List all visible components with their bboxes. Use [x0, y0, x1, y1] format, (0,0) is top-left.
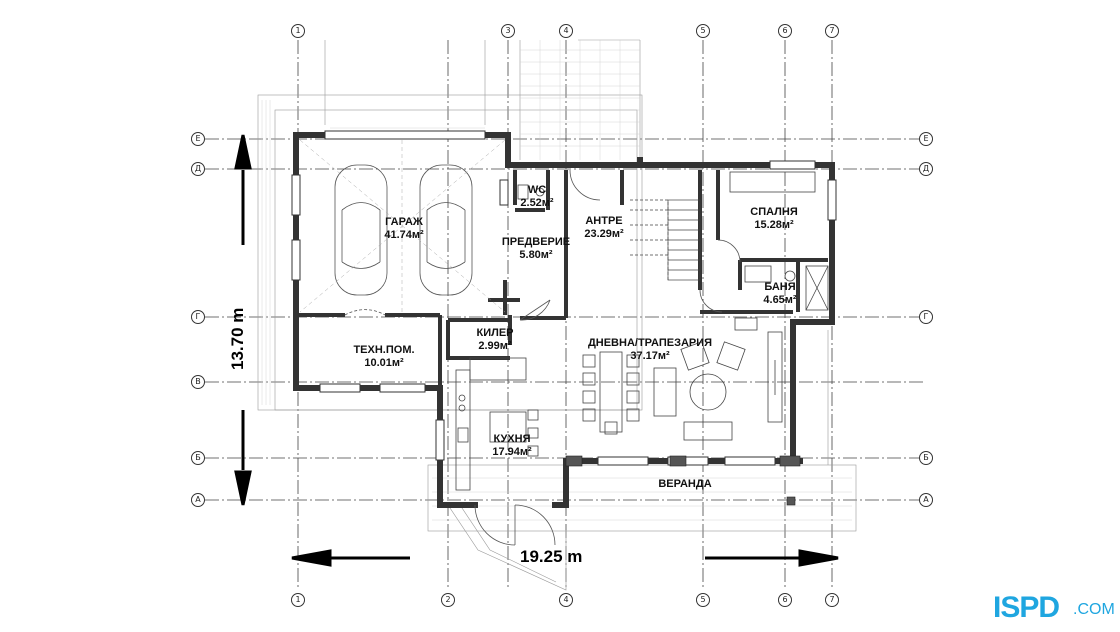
axis-row-b-right: Б — [919, 451, 933, 465]
logo-brand: ISPD — [993, 591, 1060, 624]
room-name: ПРЕДВЕРИЕ — [501, 236, 571, 248]
columns — [565, 455, 801, 506]
room-area: 2.52м² — [520, 197, 554, 209]
room-name: WC — [527, 184, 547, 196]
bathroom-fixtures — [517, 171, 829, 331]
room-label-bedroom: СПАЛНЯ 15.28м² — [750, 206, 798, 232]
room-name: КУХНЯ — [493, 433, 531, 445]
axis-column-7-bottom: 7 — [825, 593, 839, 607]
room-area: 23.29м² — [584, 228, 624, 240]
room-name: БАНЯ — [764, 281, 796, 293]
car-right — [419, 164, 473, 296]
axis-column-4-bottom: 4 — [559, 593, 573, 607]
axis-row-d-left: Д — [191, 162, 205, 176]
room-area: 2.99м² — [478, 340, 512, 352]
staircase — [630, 199, 701, 281]
room-label-tech-room: ТЕХН.ПОМ. 10.01м² — [353, 344, 414, 370]
axis-column-7-top: 7 — [825, 24, 839, 38]
axis-row-e-left: Е — [191, 132, 205, 146]
room-label-wc: WC 2.52м² — [520, 184, 553, 210]
axis-column-6-top: 6 — [778, 24, 792, 38]
room-area: 41.74м² — [384, 229, 424, 241]
room-label-living-dining: ДНЕВНА/ТРАПЕЗАРИЯ 37.17м² — [588, 337, 712, 363]
paving-hatch — [261, 40, 852, 521]
ispd-logo: ISPD .COM — [993, 588, 1115, 628]
room-name: КИЛЕР — [476, 327, 514, 339]
axis-column-1-bottom: 1 — [291, 593, 305, 607]
axis-column-5-top: 5 — [696, 24, 710, 38]
room-label-bathroom: БАНЯ 4.65м² — [763, 281, 796, 307]
axis-row-a-left: А — [191, 493, 205, 507]
car-left — [334, 164, 388, 296]
axis-column-6-bottom: 6 — [778, 593, 792, 607]
dimension-arrows — [234, 134, 839, 567]
doors — [344, 169, 741, 546]
room-name: ВЕРАНДА — [658, 478, 712, 490]
room-area: 37.17м² — [630, 350, 670, 362]
axis-column-5-bottom: 5 — [696, 593, 710, 607]
room-area: 15.28м² — [754, 219, 794, 231]
axis-row-b-left: Б — [191, 451, 205, 465]
room-label-entry-hall: ПРЕДВЕРИЕ 5.80м² — [502, 236, 570, 262]
axis-row-v-left: В — [191, 375, 205, 389]
windows — [291, 130, 837, 466]
room-name: ТЕХН.ПОМ. — [353, 344, 415, 356]
room-label-veranda: ВЕРАНДА — [658, 478, 711, 491]
room-area: 4.65м² — [763, 294, 797, 306]
room-label-garage: ГАРАЖ 41.74м² — [384, 216, 423, 242]
room-label-kitchen: КУХНЯ 17.94м² — [492, 433, 531, 459]
room-name: АНТРЕ — [585, 215, 623, 227]
room-label-antre: АНТРЕ 23.29м² — [584, 215, 623, 241]
sofa-set — [653, 331, 783, 441]
axis-row-g-right: Г — [919, 310, 933, 324]
axis-column-3-top: 3 — [501, 24, 515, 38]
axis-row-e-right: Е — [919, 132, 933, 146]
dimension-depth: 13.70 m — [228, 307, 247, 370]
axis-row-a-right: А — [919, 493, 933, 507]
garage-floor-lines — [299, 139, 506, 313]
dining-table — [582, 351, 640, 435]
room-area: 17.94м² — [492, 446, 532, 458]
room-area: 5.80м² — [519, 249, 553, 261]
room-name: ДНЕВНА/ТРАПЕЗАРИЯ — [587, 337, 713, 349]
axis-row-d-right: Д — [919, 162, 933, 176]
room-name: ГАРАЖ — [385, 216, 423, 228]
kitchen-counter — [455, 357, 539, 491]
room-name: СПАЛНЯ — [750, 206, 798, 218]
axis-column-4-top: 4 — [559, 24, 573, 38]
logo-suffix: .COM — [1073, 601, 1115, 618]
axis-column-1-top: 1 — [291, 24, 305, 38]
room-label-pantry: КИЛЕР 2.99м² — [476, 327, 513, 353]
dimension-width: 19.25 m — [520, 547, 583, 566]
room-area: 10.01м² — [364, 357, 404, 369]
axis-column-2-bottom: 2 — [441, 593, 455, 607]
axis-row-g-left: Г — [191, 310, 205, 324]
